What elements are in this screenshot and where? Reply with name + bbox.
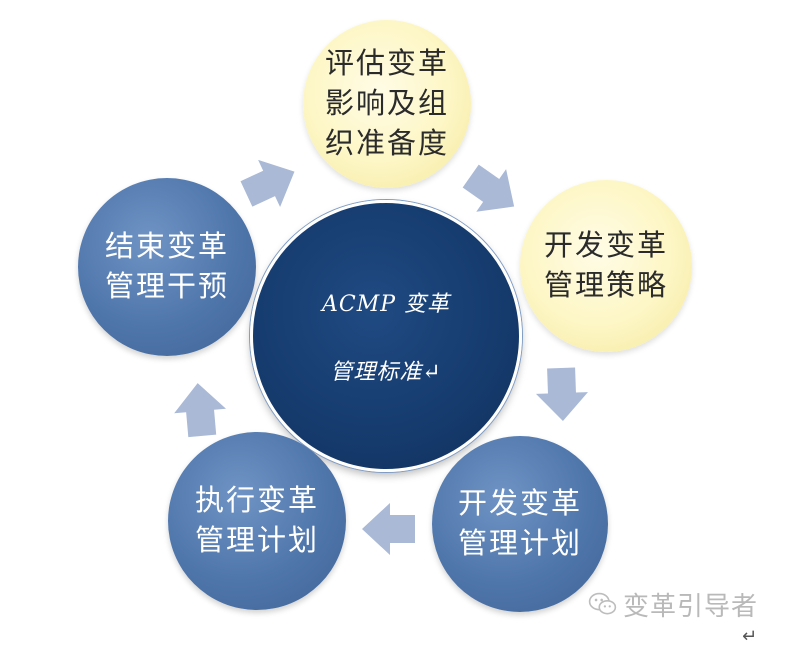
node-label-line: 结束变革: [104, 229, 229, 264]
arrow-bottom-right-to-bottom-left: [362, 503, 415, 555]
node-label-line: 管理计划: [457, 526, 582, 560]
arrow-right-to-bottom-right: [535, 367, 588, 421]
watermark: 变革引导者: [588, 586, 758, 622]
center-label-line1: ACMP 变革: [321, 292, 451, 317]
node-label-line: 织准备度: [324, 125, 449, 160]
node-label-line: 开发变革: [457, 486, 582, 521]
node-label-line: 开发变革: [543, 228, 668, 263]
node-label-line: 执行变革: [194, 483, 319, 518]
node-label-line: 影响及组: [324, 86, 449, 121]
arrow-bottom-left-to-left: [174, 383, 226, 438]
arrow-top-to-right: [462, 164, 515, 212]
node-assess-change-impact: 评估变革 影响及组 织准备度: [303, 20, 471, 188]
node-end-intervention: 结束变革 管理干预: [78, 178, 256, 356]
node-develop-strategy: 开发变革 管理策略: [520, 180, 692, 352]
node-label-line: 管理计划: [194, 523, 319, 557]
node-develop-plan: 开发变革 管理计划: [432, 436, 608, 612]
wechat-icon: [588, 592, 617, 615]
node-label-line: 管理干预: [104, 269, 229, 303]
return-mark: ↵: [742, 626, 758, 647]
center-circle: ACMP 变革 管理标准↵: [250, 200, 522, 472]
arrow-left-to-top: [240, 159, 295, 207]
watermark-text: 变革引导者: [622, 591, 758, 622]
center-label-line2: 管理标准↵: [330, 360, 442, 385]
node-label-line: 管理策略: [543, 268, 668, 302]
node-execute-plan: 执行变革 管理计划: [168, 432, 346, 610]
node-label-line: 评估变革: [324, 46, 449, 81]
